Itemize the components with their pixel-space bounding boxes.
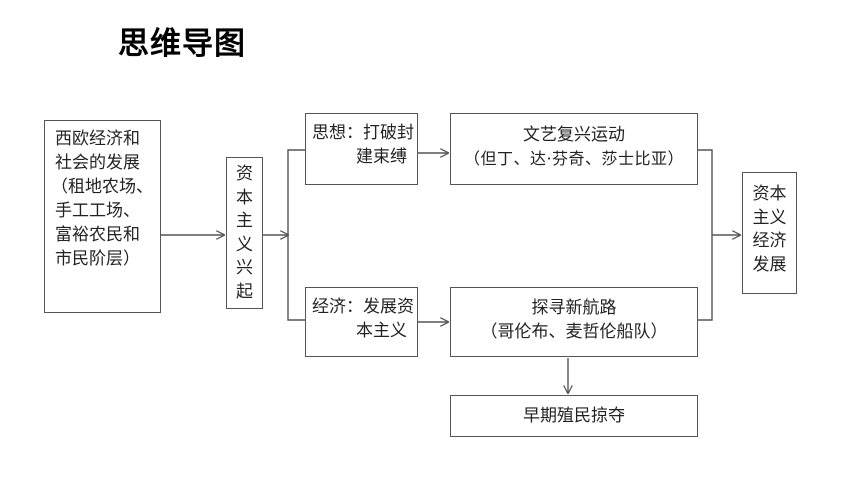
node-background-line: （租地农场、 <box>51 177 153 197</box>
node-thought-line: 建束缚 <box>356 147 407 167</box>
node-voyages-line: （哥伦布、麦哲伦船队） <box>480 322 668 342</box>
node-development-line: 主义 <box>752 207 787 228</box>
node-background-line: 西欧经济和 <box>55 129 140 149</box>
page-title: 思维导图 <box>118 26 246 62</box>
node-development-line: 资本 <box>752 184 787 204</box>
node-development-line: 发展 <box>752 254 787 275</box>
node-economy: 经济：发展资 本主义 <box>305 287 418 357</box>
node-colonial: 早期殖民掠夺 <box>450 395 698 437</box>
node-rise-char: 兴 <box>236 258 253 278</box>
node-colonial-label: 早期殖民掠夺 <box>523 406 625 426</box>
branch-bracket-left <box>287 149 305 321</box>
node-rise-char: 起 <box>236 281 253 302</box>
node-economy-line: 本主义 <box>356 321 407 341</box>
node-renaissance: 文艺复兴运动 （但丁、达·芬奇、莎士比亚） <box>450 113 698 185</box>
node-rise-char: 主 <box>236 211 253 231</box>
node-background-line: 社会的发展 <box>55 153 140 173</box>
node-background-line: 市民阶层） <box>55 249 140 269</box>
node-voyages: 探寻新航路 （哥伦布、麦哲伦船队） <box>450 287 698 357</box>
node-renaissance-line: （但丁、达·芬奇、莎士比亚） <box>463 149 685 168</box>
node-rise: 资 本 主 义 兴 起 <box>226 157 263 309</box>
branch-bracket-right <box>698 149 713 321</box>
node-thought-line: 思想：打破封 <box>312 123 414 143</box>
node-development-line: 经济 <box>752 231 787 251</box>
node-renaissance-line: 文艺复兴运动 <box>523 125 625 145</box>
node-rise-char: 本 <box>236 187 253 208</box>
node-rise-char: 义 <box>236 234 253 255</box>
node-voyages-line: 探寻新航路 <box>531 298 617 318</box>
node-background-line: 手工工场、 <box>55 201 140 221</box>
node-economy-line: 经济：发展资 <box>312 297 414 317</box>
node-rise-char: 资 <box>236 164 253 184</box>
node-background: 西欧经济和 社会的发展 （租地农场、 手工工场、 富裕农民和 市民阶层） <box>44 120 161 313</box>
node-development: 资本 主义 经济 发展 <box>742 172 797 294</box>
node-background-line: 富裕农民和 <box>55 225 140 245</box>
node-thought: 思想：打破封 建束缚 <box>305 113 418 185</box>
